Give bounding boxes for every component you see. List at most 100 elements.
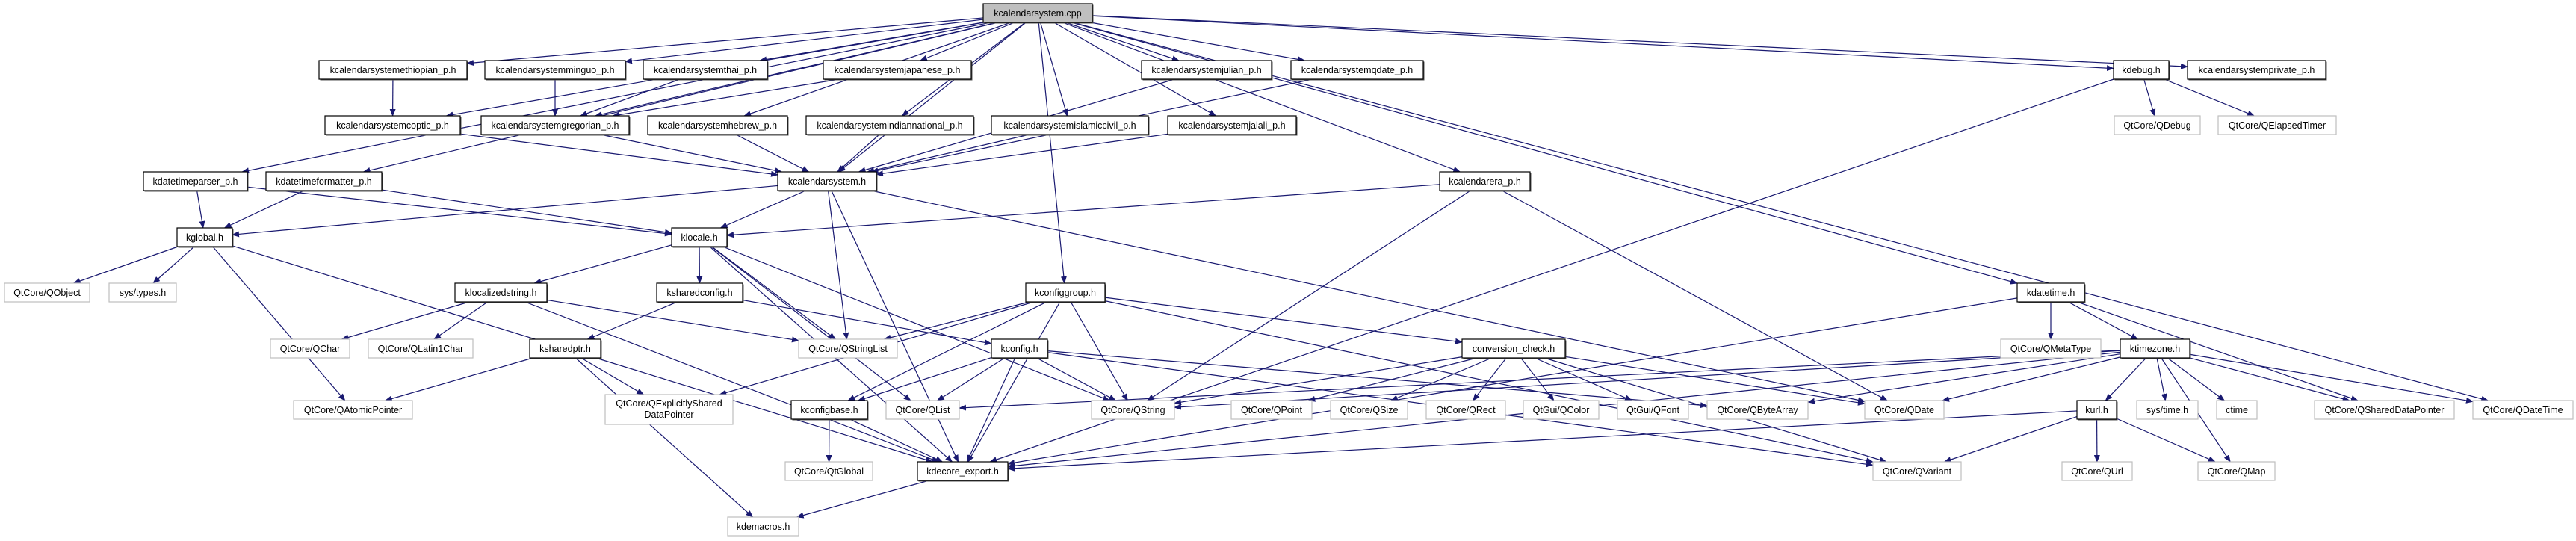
node-qdatetime[interactable]: QtCore/QDateTime xyxy=(2472,400,2574,420)
node-minguo[interactable]: kcalendarsystemminguo_p.h xyxy=(484,60,627,81)
node-kconfigbase[interactable]: kconfigbase.h xyxy=(790,400,869,421)
edge-ktimezone-to-qdate xyxy=(1942,356,2121,402)
edge-ktimezone-to-kurl xyxy=(2105,357,2147,401)
node-systime[interactable]: sys/time.h xyxy=(2136,400,2199,420)
edge-kconfiggroup-to-qstring xyxy=(1070,301,1128,401)
node-box xyxy=(108,282,177,303)
node-qdate[interactable]: QtCore/QDate xyxy=(1864,400,1945,420)
node-kdebug[interactable]: kdebug.h xyxy=(2113,60,2170,81)
node-label: kdatetimeparser_p.h xyxy=(153,176,238,187)
node-kdatetime[interactable]: kdatetime.h xyxy=(2016,282,2086,303)
node-qdebug[interactable]: QtCore/QDebug xyxy=(2114,115,2201,135)
node-hebrew[interactable]: kcalendarsystemhebrew_p.h xyxy=(647,115,789,136)
node-qshared[interactable]: QtCore/QSharedDataPointer xyxy=(2314,400,2455,420)
node-qurl[interactable]: QtCore/QUrl xyxy=(2061,461,2133,481)
edge-ktimezone-to-systime xyxy=(2156,357,2167,401)
node-qstringlist[interactable]: QtCore/QStringList xyxy=(798,338,898,359)
edge-kcsh-to-kglobal xyxy=(232,185,778,238)
node-kdecore[interactable]: kdecore_export.h xyxy=(917,461,1009,482)
edge-kcsh-to-qstringlist xyxy=(827,190,849,340)
edge-kdebug-to-qdebug xyxy=(2143,78,2156,117)
node-indian[interactable]: kcalendarsystemindiannational_p.h xyxy=(805,115,975,136)
node-qlist[interactable]: QtCore/QList xyxy=(885,400,960,420)
node-formatter[interactable]: kdatetimeformatter_p.h xyxy=(265,171,383,192)
node-ksharedptr[interactable]: ksharedptr.h xyxy=(529,338,602,359)
node-box xyxy=(671,227,728,247)
node-qtglobal[interactable]: QtCore/QtGlobal xyxy=(784,461,873,481)
node-box xyxy=(324,115,461,135)
node-label: kdemacros.h xyxy=(737,522,790,532)
edge-kglobal-to-systypes xyxy=(152,246,195,284)
node-qsize[interactable]: QtCore/QSize xyxy=(1330,400,1408,420)
node-julian[interactable]: kcalendarsystemjulian_p.h xyxy=(1141,60,1273,81)
node-qmetatype[interactable]: QtCore/QMetaType xyxy=(2000,338,2102,359)
node-qvariant[interactable]: QtCore/QVariant xyxy=(1872,461,1962,481)
node-box xyxy=(885,400,960,420)
node-ctime[interactable]: ctime xyxy=(2216,400,2258,420)
node-islamic[interactable]: kcalendarsystemislamiccivil_p.h xyxy=(991,115,1150,136)
node-qobject[interactable]: QtCore/QObject xyxy=(4,282,90,303)
edge-kconfig-to-kconfigbase xyxy=(857,357,992,402)
node-box xyxy=(1025,282,1106,303)
node-kconfig[interactable]: kconfig.h xyxy=(991,338,1049,359)
edge-conversion-to-qpoint xyxy=(1307,357,1477,402)
node-box xyxy=(2197,461,2276,481)
node-parser[interactable]: kdatetimeparser_p.h xyxy=(143,171,249,192)
node-kurl[interactable]: kurl.h xyxy=(2076,400,2118,421)
node-thai[interactable]: kcalendarsystemthai_p.h xyxy=(643,60,769,81)
node-cpp[interactable]: kcalendarsystem.cpp xyxy=(982,3,1094,24)
node-qlatin1[interactable]: QtCore/QLatin1Char xyxy=(368,338,474,359)
node-box xyxy=(784,461,873,481)
node-kdemacros[interactable]: kdemacros.h xyxy=(727,516,799,537)
node-qmap[interactable]: QtCore/QMap xyxy=(2197,461,2276,481)
node-kconfiggroup[interactable]: kconfiggroup.h xyxy=(1025,282,1106,303)
node-qrect[interactable]: QtCore/QRect xyxy=(1425,400,1506,420)
node-qbytearray[interactable]: QtCore/QByteArray xyxy=(1706,400,1809,420)
node-private[interactable]: kcalendarsystemprivate_p.h xyxy=(2187,60,2327,81)
node-qstring[interactable]: QtCore/QString xyxy=(1091,400,1175,420)
node-kcsh[interactable]: kcalendarsystem.h xyxy=(777,171,878,192)
node-qdatep[interactable]: kcalendarsystemqdate_p.h xyxy=(1290,60,1425,81)
node-box xyxy=(647,115,788,135)
node-box xyxy=(727,516,799,537)
node-coptic[interactable]: kcalendarsystemcoptic_p.h xyxy=(324,115,462,136)
edge-formatter-to-kglobal xyxy=(223,190,305,229)
edge-ksharedconfig-to-kconfig xyxy=(742,299,992,346)
edge-cpp-to-qdatep xyxy=(1090,22,1306,63)
edge-ksharedptr-to-qexplicit xyxy=(580,357,645,395)
node-conversion[interactable]: conversion_check.h xyxy=(1461,338,1567,359)
node-box xyxy=(1425,400,1506,420)
node-ethiopian[interactable]: kcalendarsystemethiopian_p.h xyxy=(318,60,468,81)
node-systypes[interactable]: sys/types.h xyxy=(108,282,177,303)
edge-klocalized-to-kdecore xyxy=(524,301,940,463)
edge-cpp-to-japanese xyxy=(919,22,1015,61)
node-qatomic[interactable]: QtCore/QAtomicPointer xyxy=(293,400,413,420)
node-box xyxy=(2061,461,2133,481)
node-box xyxy=(798,338,898,359)
node-kglobal[interactable]: kglobal.h xyxy=(176,227,234,248)
node-japanese[interactable]: kcalendarsystemjapanese_p.h xyxy=(823,60,973,81)
node-klocale[interactable]: klocale.h xyxy=(671,227,728,248)
edge-parser-to-klocale xyxy=(247,186,672,237)
edge-cpp-to-islamic xyxy=(1040,22,1068,117)
node-qcolor[interactable]: QtGui/QColor xyxy=(1523,400,1600,420)
node-ktimezone[interactable]: ktimezone.h xyxy=(2120,338,2191,359)
node-label: klocalizedstring.h xyxy=(465,288,537,298)
node-jalali[interactable]: kcalendarsystemjalali_p.h xyxy=(1167,115,1298,136)
node-label: kcalendarsystem.h xyxy=(788,176,866,187)
node-gregorian[interactable]: kcalendarsystemgregorian_p.h xyxy=(480,115,631,136)
edge-cpp-to-kconfiggroup xyxy=(1038,22,1067,284)
node-qelapsed[interactable]: QtCore/QElapsedTimer xyxy=(2217,115,2337,135)
node-box xyxy=(777,171,877,191)
edge-conversion-to-qrect xyxy=(1473,357,1507,401)
node-klocalized[interactable]: klocalizedstring.h xyxy=(454,282,548,303)
edge-cpp-to-parser xyxy=(241,22,991,174)
node-qpoint[interactable]: QtCore/QPoint xyxy=(1230,400,1313,420)
node-box xyxy=(318,60,468,80)
edge-indian-to-kcsh xyxy=(837,134,880,173)
node-ksharedconfig[interactable]: ksharedconfig.h xyxy=(656,282,744,303)
node-era[interactable]: kcalendarera_p.h xyxy=(1439,171,1532,192)
node-qchar[interactable]: QtCore/QChar xyxy=(270,338,350,359)
node-qfont[interactable]: QtGui/QFont xyxy=(1617,400,1689,420)
